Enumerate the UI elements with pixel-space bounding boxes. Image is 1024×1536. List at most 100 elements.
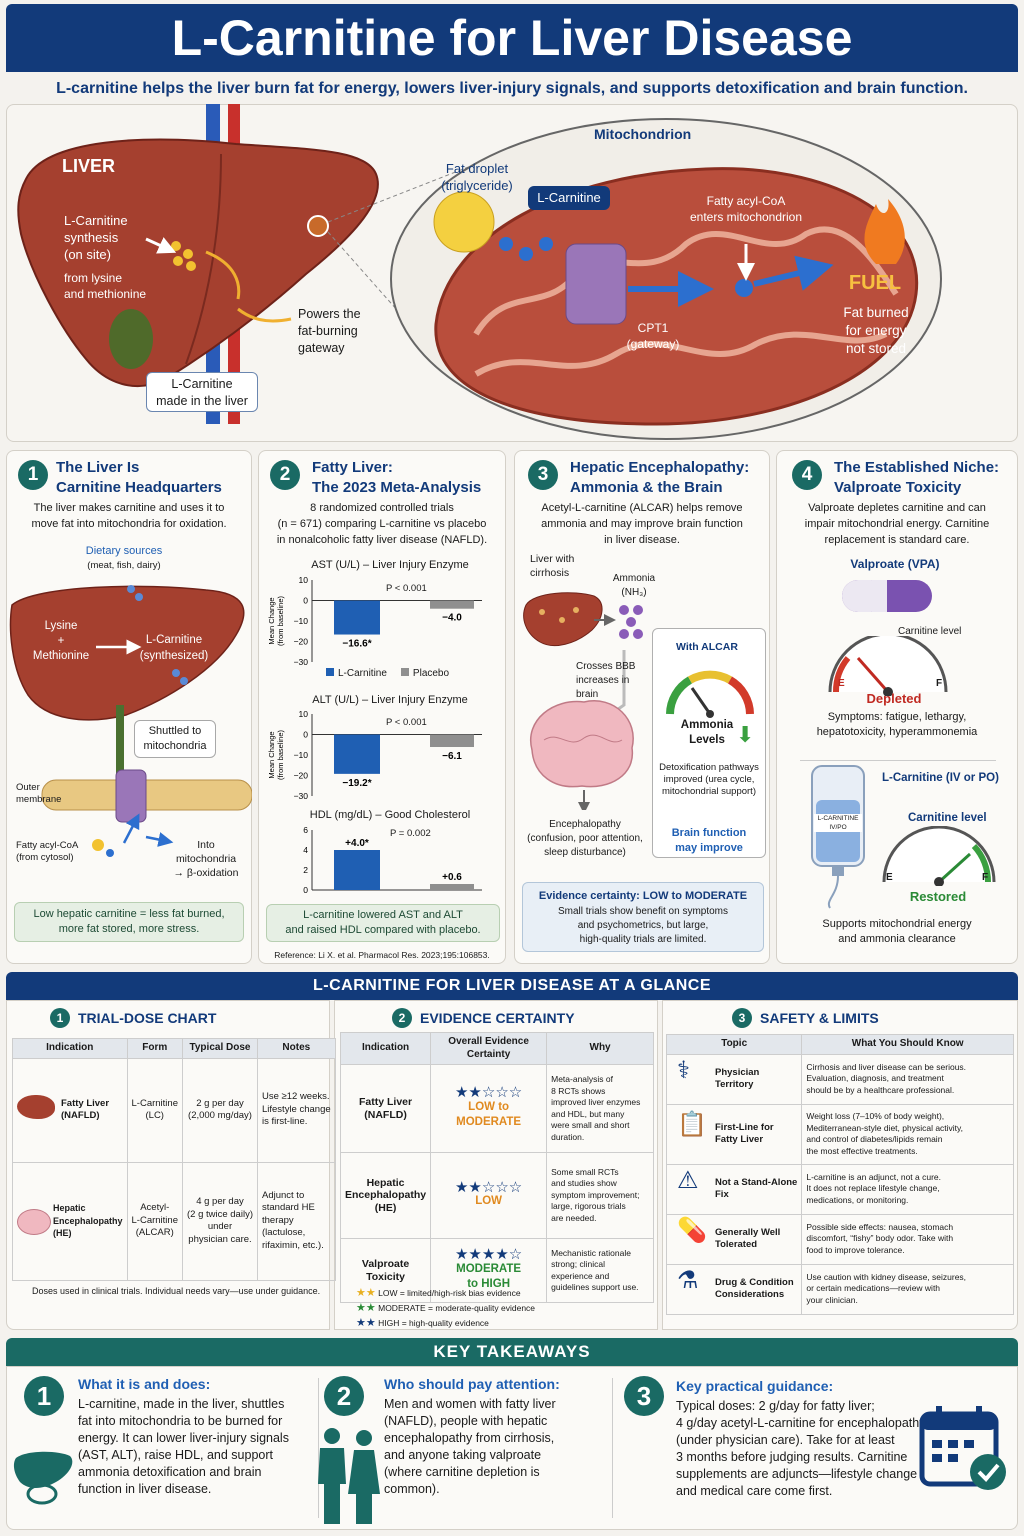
fuel-label: FUEL xyxy=(848,272,902,294)
panel-4-divider xyxy=(800,760,996,761)
y-tick-label: 0 xyxy=(303,885,308,894)
detox-label: Detoxification pathways improved (urea c… xyxy=(659,762,759,797)
y-tick-label: 2 xyxy=(303,865,308,875)
liver-mito-icon xyxy=(13,1451,73,1505)
fat-droplet xyxy=(433,191,495,253)
iv-bag-label: L-CARNITINE IV/PO xyxy=(814,814,862,832)
warning-icon: ⚠ xyxy=(677,1166,699,1194)
takeaway-2-text: Men and women with fatty liver (NAFLD), … xyxy=(384,1397,556,1496)
bar-placebo xyxy=(430,734,474,748)
y-tick-label: −10 xyxy=(294,750,309,760)
ast-pvalue: P < 0.001 xyxy=(386,583,427,594)
panel-1-desc: The liver makes carnitine and uses it to… xyxy=(31,502,227,530)
shuttled-box: Shuttled to mitochondria xyxy=(134,720,216,758)
synthesized-label: L-Carnitine (synthesized) xyxy=(139,634,209,662)
data-label: +4.0* xyxy=(345,838,369,849)
dietary-label: Dietary sources xyxy=(85,545,163,557)
table-row: Fatty Liver (NAFLD) ★★☆☆☆LOW to MODERATE… xyxy=(339,1064,654,1153)
into-mito-label: Into mitochondria → β-oxidation xyxy=(173,839,239,879)
y-tick-label: 6 xyxy=(303,825,308,835)
dose-footnote: Doses used in clinical trials. Individua… xyxy=(32,1286,321,1296)
flask-icon: ⚗ xyxy=(677,1266,699,1294)
supports-label: Supports mitochondrial energy and ammoni… xyxy=(822,918,972,945)
powers-gateway-label: Powers the fat-burning gateway xyxy=(298,307,361,355)
bar-placebo xyxy=(430,884,474,890)
legend-high: ★★ HIGH = high-quality evidence xyxy=(356,1317,489,1329)
legend-lcarnitine: L-Carnitine xyxy=(326,668,387,679)
alt-pvalue: P < 0.001 xyxy=(386,717,427,728)
legend-low: ★★ LOW = limited/high-risk bias evidence xyxy=(356,1287,521,1299)
cpt1-transporter xyxy=(565,243,627,325)
vpa-label: Valproate (VPA) xyxy=(850,557,940,571)
panel-1-note: Low hepatic carnitine = less fat burned,… xyxy=(14,902,244,942)
panel-4-number: 4 xyxy=(792,460,822,490)
depleted-label: Depleted xyxy=(866,691,922,706)
y-tick-label: −20 xyxy=(294,637,309,647)
zoom-dot xyxy=(307,215,329,237)
panel-4-desc: Valproate depletes carnitine and can imp… xyxy=(804,502,990,546)
alt-chart-title: ALT (U/L) – Liver Injury Enzyme xyxy=(312,694,468,706)
evidence-certainty-box xyxy=(522,882,764,952)
panel-3-title: Hepatic Encephalopathy: Ammonia & the Br… xyxy=(570,459,750,496)
takeaways-banner: KEY TAKEAWAYS xyxy=(6,1338,1018,1366)
legend-moderate: ★★ MODERATE = moderate-quality evidence xyxy=(356,1302,536,1314)
ast-legend: L-Carnitine Placebo xyxy=(326,668,449,679)
takeaways-card xyxy=(6,1366,1018,1530)
made-in-liver-box: L-Carnitine made in the liver xyxy=(146,372,258,412)
cpt1-label: CPT1 (gateway) xyxy=(626,321,680,351)
page-title: L-Carnitine for Liver Disease xyxy=(171,10,853,66)
y-tick-label: 4 xyxy=(303,845,308,855)
legend-placebo: Placebo xyxy=(400,668,449,679)
panel-1-number: 1 xyxy=(18,460,48,490)
ast-chart-title: AST (U/L) – Liver Injury Enzyme xyxy=(311,559,469,571)
fat-droplet-label: Fat droplet (triglyceride) xyxy=(441,161,513,193)
takeaway-1-number: 1 xyxy=(24,1376,64,1416)
data-label: −4.0 xyxy=(442,613,462,624)
table-row: Hepatic Encephalopathy (HE) ★★☆☆☆LOW Som… xyxy=(339,1152,654,1239)
ammonia-gauge xyxy=(666,670,754,718)
takeaway-2-number: 2 xyxy=(324,1376,364,1416)
y-tick-label: −20 xyxy=(294,771,309,781)
takeaway-2-title: Who should pay attention: xyxy=(384,1376,560,1392)
lysine-label: Lysine + Methionine xyxy=(32,620,90,662)
takeaway-1-title: What it is and does: xyxy=(78,1376,211,1392)
panel-2-desc: 8 randomized controlled trials (n = 671)… xyxy=(276,502,488,546)
data-label: −16.6* xyxy=(342,639,371,650)
liver-label: LIVER xyxy=(62,156,116,176)
panel-3-desc: Acetyl-L-carnitine (ALCAR) helps remove … xyxy=(541,502,743,546)
panel-2-title: Fatty Liver: The 2023 Meta-Analysis xyxy=(312,459,482,496)
people-icon xyxy=(318,1428,380,1524)
stars-rating: ★★☆☆☆ xyxy=(454,1178,523,1196)
table-row: Valproate Toxicity ★★★★☆MODERATE to HIGH… xyxy=(339,1238,654,1303)
panel-2-card xyxy=(258,450,506,964)
hdl-chart-title: HDL (mg/dL) – Good Cholesterol xyxy=(309,809,471,821)
clipboard-icon: 📋 xyxy=(677,1110,707,1138)
data-label: −19.2* xyxy=(342,778,371,789)
bar-lcarnitine xyxy=(334,600,380,635)
mitochondrion-label: Mitochondrion xyxy=(594,126,692,142)
gauge-e-label-1: E xyxy=(838,678,845,689)
panel-1-title: The Liver Is Carnitine Headquarters xyxy=(56,459,222,496)
bar-placebo xyxy=(430,600,474,609)
panel-3-illustration xyxy=(523,592,643,810)
with-alcar-label: With ALCAR xyxy=(676,641,738,653)
y-tick-label: −30 xyxy=(294,657,309,666)
y-tick-label: 10 xyxy=(299,576,309,585)
lcarnitine-tag: L-Carnitine xyxy=(528,186,610,210)
data-label: −6.1 xyxy=(442,751,462,762)
carnitine-level-label-1: Carnitine level xyxy=(898,626,962,637)
y-tick-label: −30 xyxy=(294,791,309,800)
y-tick-label: −10 xyxy=(294,616,309,626)
y-tick-label: 10 xyxy=(299,710,309,719)
outer-membrane-label: Outer membrane xyxy=(16,782,62,805)
vpa-capsule-icon xyxy=(842,580,932,612)
